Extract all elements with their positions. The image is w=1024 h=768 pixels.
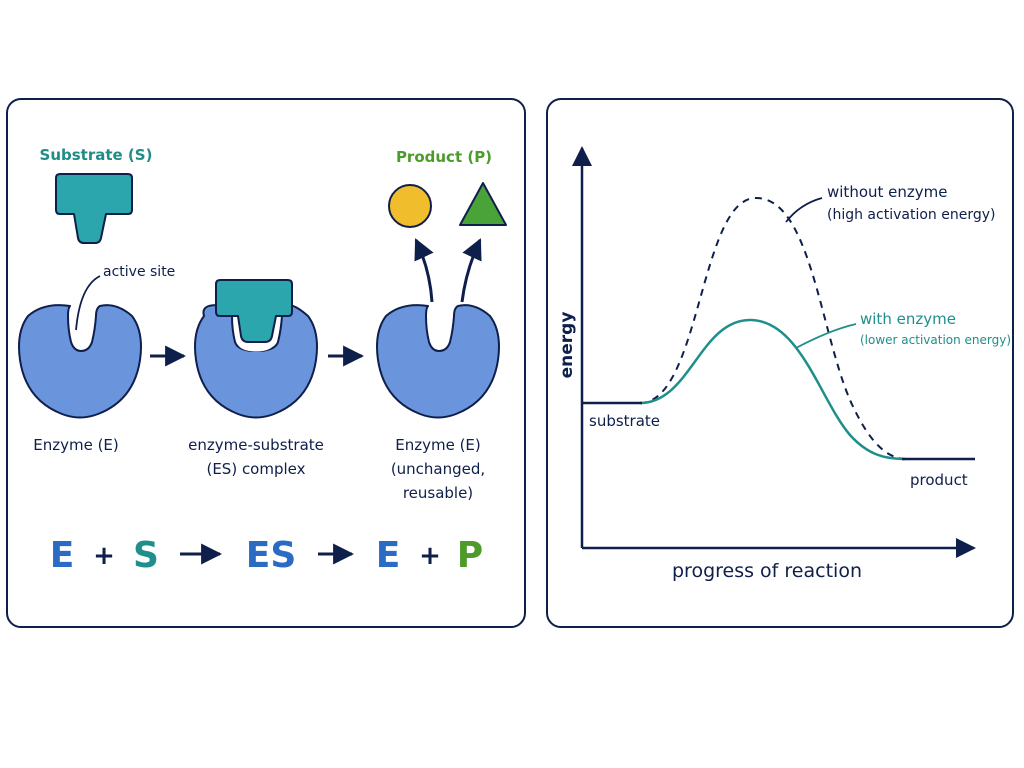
enzyme-shape-free: [18, 304, 142, 419]
equation-plus1: +: [93, 541, 115, 571]
x-axis-label: progress of reaction: [672, 560, 862, 582]
equation-e1: E: [50, 535, 75, 576]
equation-p: P: [457, 535, 483, 576]
product-triangle: [459, 182, 507, 226]
with-enzyme-curve: [639, 318, 906, 461]
equation-es: ES: [246, 535, 297, 576]
enzyme-after-label-line2: (unchanged,: [391, 460, 485, 478]
substrate-label: Substrate (S): [40, 146, 153, 164]
active-site-pointer: [75, 275, 101, 331]
with-enzyme-label-line2: (lower activation energy): [860, 333, 1011, 347]
equation-s: S: [133, 535, 159, 576]
right-panel-frame: [546, 98, 1014, 628]
complex-fit-outline: [233, 319, 280, 352]
enzyme-label: Enzyme (E): [33, 436, 119, 454]
enzyme-shape-complex: [194, 304, 318, 419]
substrate-shape: [55, 173, 133, 244]
product-release-arrow-right: [460, 238, 482, 303]
equation-e2: E: [376, 535, 401, 576]
with-enzyme-pointer: [795, 323, 857, 349]
y-axis-label: energy: [557, 312, 577, 379]
without-enzyme-curve: [639, 196, 906, 460]
product-label: Product (P): [396, 148, 492, 166]
equation-plus2: +: [419, 541, 441, 571]
enzyme-after-label-line1: Enzyme (E): [395, 436, 481, 454]
substrate-level-label: substrate: [589, 412, 660, 430]
complex-label-line2: (ES) complex: [206, 460, 305, 478]
bound-substrate-shape: [215, 279, 293, 343]
product-release-arrow-left: [414, 238, 434, 303]
enzyme-after-label-line3: reusable): [403, 484, 473, 502]
active-site-label: active site: [103, 264, 175, 280]
with-enzyme-label-line1: with enzyme: [860, 310, 956, 328]
without-enzyme-pointer: [785, 197, 823, 223]
complex-label-line1: enzyme-substrate: [188, 436, 324, 454]
without-enzyme-label-line2: (high activation energy): [827, 207, 995, 223]
without-enzyme-label-line1: without enzyme: [827, 183, 947, 201]
product-level-label: product: [910, 471, 968, 489]
product-circle: [388, 184, 432, 228]
enzyme-shape-released: [376, 304, 500, 419]
